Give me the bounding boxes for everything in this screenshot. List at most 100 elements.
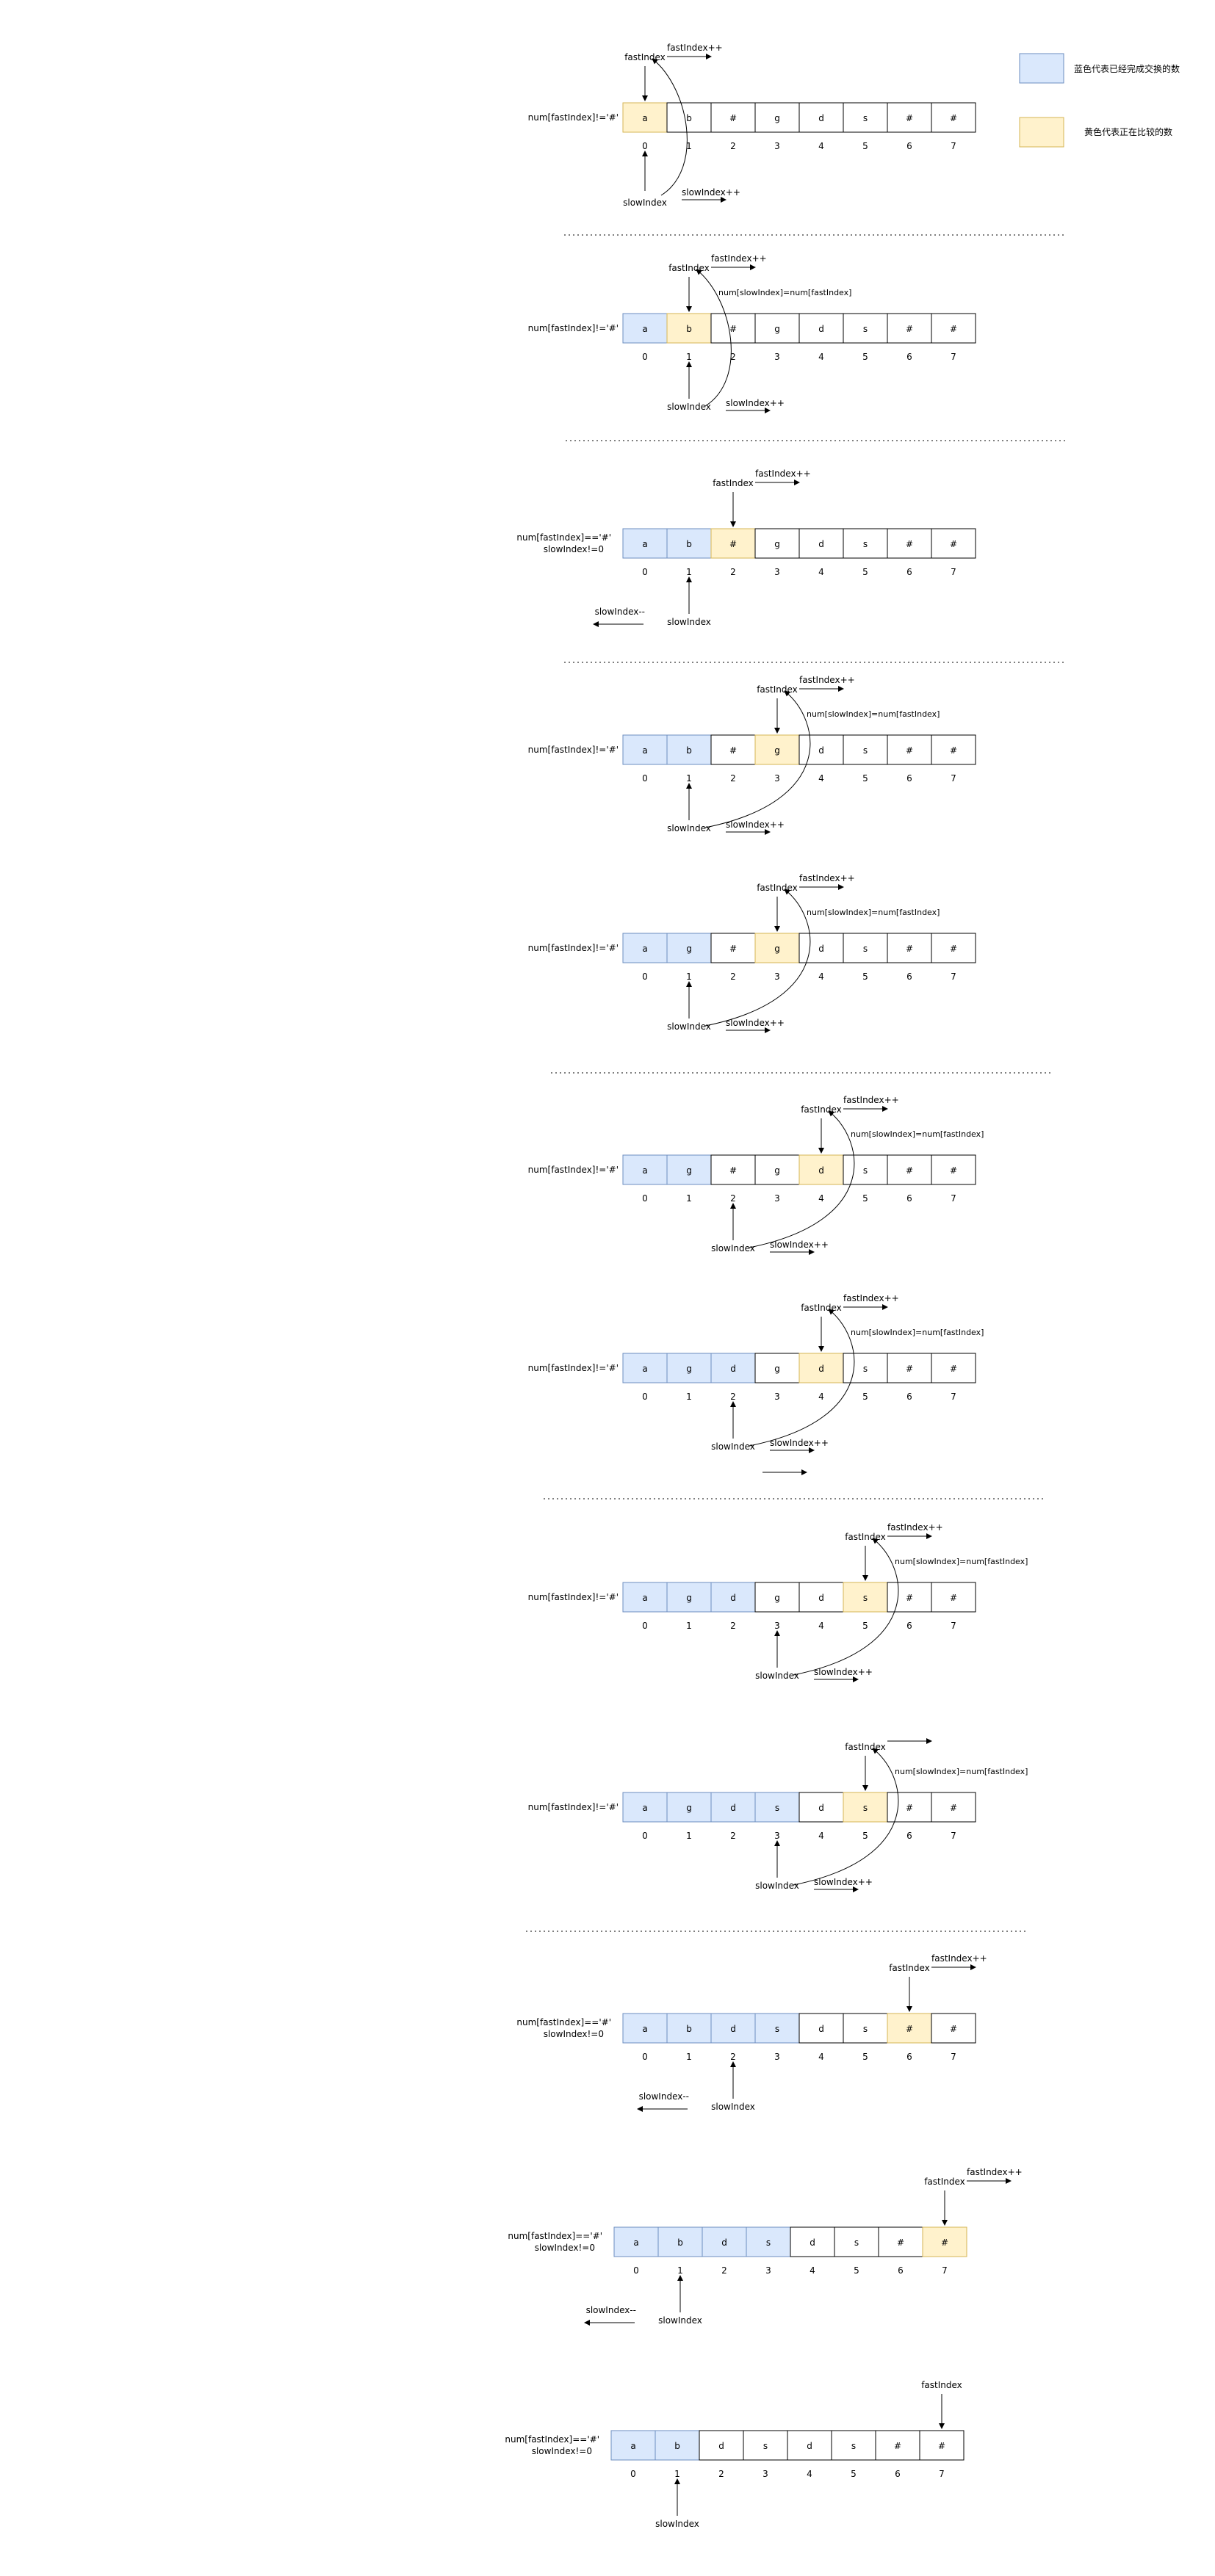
slowindex-increment-label: slowIndex++ <box>726 398 785 408</box>
array-cell <box>754 933 800 963</box>
array-cell <box>710 933 756 963</box>
array-cell-value: d <box>818 2024 824 2034</box>
array-cell-value: d <box>807 2441 812 2451</box>
array-index-label: 5 <box>862 1621 868 1631</box>
array-index-label: 0 <box>633 2265 639 2276</box>
array-cell-value: g <box>774 539 780 549</box>
condition-label: num[fastIndex]!='#' <box>528 1592 619 1602</box>
fastindex-increment-label: fastIndex++ <box>843 1095 899 1105</box>
array-cell-value: a <box>642 539 647 549</box>
array-cell-value: # <box>906 1165 913 1176</box>
array-index-label: 5 <box>862 567 868 577</box>
array-cell <box>798 313 844 344</box>
array-cell-value: # <box>906 539 913 549</box>
array-index-label: 2 <box>730 1621 736 1631</box>
array-cell <box>710 1582 756 1613</box>
array-cell-value: # <box>950 745 957 756</box>
array-cell <box>743 2430 788 2461</box>
array-cell <box>710 734 756 765</box>
array-index-label: 1 <box>686 141 692 151</box>
array-index-label: 4 <box>810 2265 815 2276</box>
array-cell <box>887 734 932 765</box>
array-index-label: 6 <box>906 972 912 982</box>
array-index-label: 1 <box>677 2265 683 2276</box>
fastindex-label: fastIndex <box>889 1963 930 1973</box>
array-index-label: 3 <box>774 773 780 784</box>
slowindex-decrement-label: slowIndex-- <box>586 2305 636 2315</box>
array-cell <box>887 1353 932 1383</box>
array-cell <box>922 2226 967 2257</box>
array-cell-value: g <box>686 1803 692 1813</box>
slowindex-label: slowIndex <box>667 823 711 833</box>
array-index-label: 5 <box>862 1831 868 1841</box>
array-index-label: 7 <box>951 1621 956 1631</box>
copy-curve-arrow <box>793 1538 899 1676</box>
array-index-label: 0 <box>642 1621 648 1631</box>
array-cell-value: a <box>642 113 647 123</box>
assign-annotation: num[slowIndex]=num[fastIndex] <box>851 1129 984 1139</box>
array-cell <box>931 313 976 344</box>
condition-label: num[fastIndex]=='#' <box>505 2434 599 2445</box>
assign-annotation: num[slowIndex]=num[fastIndex] <box>895 1557 1028 1566</box>
array-cell <box>931 734 976 765</box>
array-cell-value: # <box>950 1165 957 1176</box>
array-cell-value: # <box>950 944 957 954</box>
array-cell-value: b <box>686 113 692 123</box>
array-index-label: 6 <box>906 352 912 362</box>
copy-curve-arrow <box>749 1110 855 1248</box>
condition-label: num[fastIndex]!='#' <box>528 1363 619 1373</box>
array-index-label: 5 <box>862 773 868 784</box>
fastindex-increment-label: fastIndex++ <box>799 873 855 883</box>
array-cell <box>919 2430 965 2461</box>
array-cell <box>798 1792 844 1823</box>
array-cell-value: # <box>950 1364 957 1374</box>
array-index-label: 7 <box>951 1831 956 1841</box>
array-cell <box>666 734 712 765</box>
array-cell-value: s <box>863 944 868 954</box>
slowindex-label: slowIndex <box>667 402 711 412</box>
array-index-label: 3 <box>774 141 780 151</box>
array-cell <box>887 528 932 559</box>
array-index-label: 3 <box>774 972 780 982</box>
array-index-label: 4 <box>818 1831 824 1841</box>
array-cell-value: a <box>642 944 647 954</box>
array-cell-value: # <box>941 2237 948 2248</box>
array-cell-value: # <box>906 113 913 123</box>
slowindex-label: slowIndex <box>711 1441 755 1452</box>
array-cell <box>798 1154 844 1185</box>
array-cell-value: b <box>674 2441 680 2451</box>
array-index-label: 0 <box>630 2469 636 2479</box>
condition-label: num[fastIndex]!='#' <box>528 1165 619 1175</box>
array-cell <box>622 528 668 559</box>
fastindex-label: fastIndex <box>921 2380 962 2390</box>
array-cell-value: a <box>642 745 647 756</box>
fastindex-label: fastIndex <box>845 1532 886 1542</box>
array-cell <box>887 102 932 133</box>
array-cell <box>666 1154 712 1185</box>
copy-curve-arrow <box>696 269 732 407</box>
array-cell-value: g <box>686 1364 692 1374</box>
copy-curve-arrow <box>749 1309 855 1447</box>
array-cell-value: b <box>686 745 692 756</box>
array-index-label: 5 <box>862 1392 868 1402</box>
fastindex-increment-label: fastIndex++ <box>931 1953 987 1964</box>
array-cell <box>666 313 712 344</box>
array-cell-value: d <box>818 539 824 549</box>
array-index-label: 1 <box>674 2469 680 2479</box>
array-cell-value: # <box>950 539 957 549</box>
array-index-label: 6 <box>906 1621 912 1631</box>
fastindex-label: fastIndex <box>757 684 798 695</box>
slowindex-label: slowIndex <box>667 617 711 627</box>
fastindex-increment-label: fastIndex++ <box>799 675 855 685</box>
array-index-label: 5 <box>862 141 868 151</box>
legend: 蓝色代表已经完成交换的数 黄色代表正在比较的数 <box>1019 53 1180 148</box>
array-cell <box>710 1353 756 1383</box>
slowindex-increment-label: slowIndex++ <box>770 1438 829 1448</box>
condition-label: num[fastIndex]!='#' <box>528 1802 619 1812</box>
array-cell-value: s <box>775 1803 779 1813</box>
array-cell <box>613 2226 659 2257</box>
array-cell-value: s <box>863 324 868 334</box>
array-cell-value: a <box>642 2024 647 2034</box>
array-index-label: 7 <box>942 2265 948 2276</box>
